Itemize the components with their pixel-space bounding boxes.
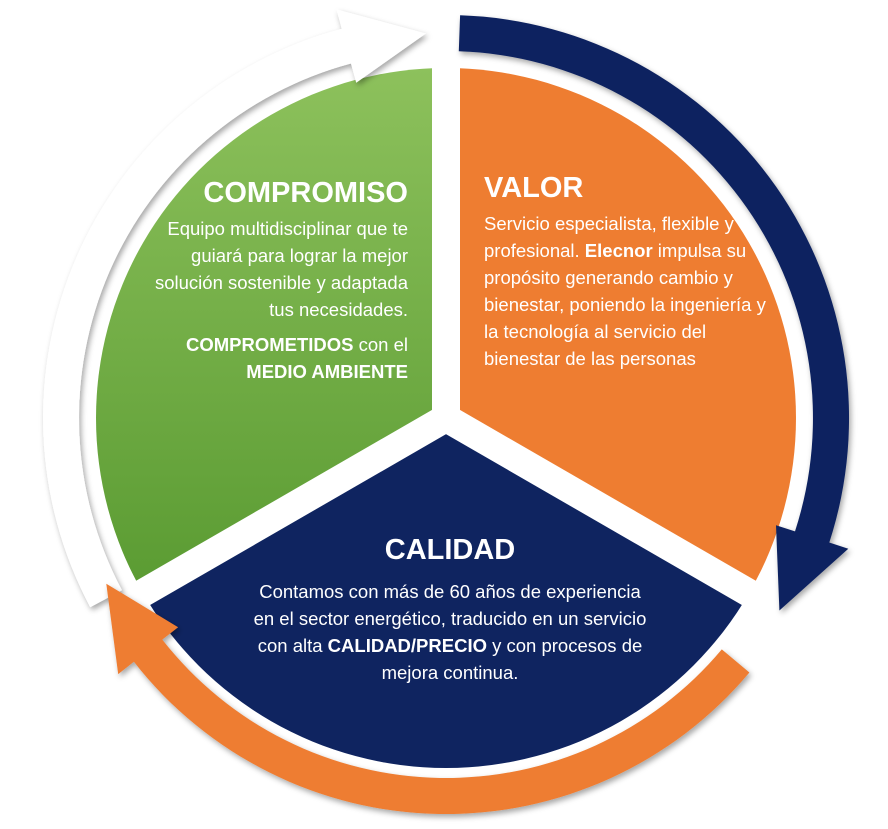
valor-title: VALOR [484,172,584,204]
commitment-text: con el [353,334,408,355]
environment-bold: MEDIO AMBIENTE [246,361,408,382]
commitment-bold: COMPROMETIDOS [185,334,354,355]
valor-block: VALOR Servicio especialista, flexible y … [484,170,784,372]
valor-body: Servicio especialista, flexible y profes… [484,210,784,372]
compromiso-body: Equipo multidisciplinar que te guiará pa… [154,218,408,320]
calidad-segment [142,418,750,768]
white-cycle-arrow [43,9,426,608]
calidad-body-1: Contamos con más de 60 años de experienc… [253,581,647,656]
compromiso-block: COMPROMISO Equipo multidisciplinar que t… [150,175,408,385]
elecnor-bold: Elecnor [584,240,653,261]
calidad-title: CALIDAD [384,534,516,566]
calidad-body: Contamos con más de 60 años de experienc… [250,578,650,686]
compromiso-commitment: COMPROMETIDOS con el MEDIO AMBIENTE [150,331,408,385]
orange-cycle-arrow [106,583,750,815]
calidad-body-2: y con procesos de mejora continua. [381,635,643,683]
divider-right [439,405,765,611]
divider-left [127,405,453,611]
calidad-block: CALIDAD Contamos con más de 60 años de e… [250,532,650,686]
compromiso-title: COMPROMISO [203,177,408,209]
valor-body-2: impulsa su propósito generando cambio y … [484,240,766,369]
calidad-precio-bold: CALIDAD/PRECIO [327,635,487,656]
valor-body-1: Servicio especialista, flexible y profes… [484,213,734,261]
navy-cycle-arrow [458,15,850,611]
